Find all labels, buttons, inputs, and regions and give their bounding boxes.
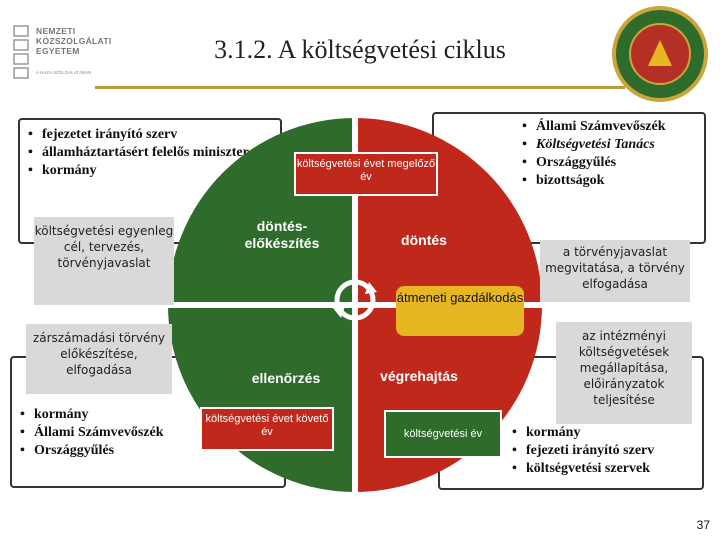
right-bottom-bullets: kormány fejezeti irányító szerv költségv… <box>512 424 707 478</box>
quadrant-decision-prep <box>168 118 355 305</box>
university-seal-icon <box>612 6 708 102</box>
label-control: ellenőrzés <box>251 370 321 386</box>
quadrant-control <box>168 305 355 492</box>
implementation-box: az intézményi költségvetések megállapítá… <box>556 322 692 424</box>
cycle-arrow-icon <box>333 279 377 321</box>
adoption-box: a törvényjavaslat megvitatása, a törvény… <box>540 240 690 302</box>
list-item: kormány <box>20 406 220 424</box>
list-item: bizottságok <box>522 172 707 190</box>
list-item: Országgyűlés <box>522 154 707 172</box>
page-title: 3.1.2. A költségvetési ciklus <box>214 35 506 64</box>
list-item: kormány <box>512 424 707 442</box>
quadrant-decision <box>355 118 542 305</box>
year-before-pill: költségvetési évet megelőző év <box>294 152 438 196</box>
transition-pill: átmeneti gazdálkodás <box>396 286 524 336</box>
list-item: Országgyűlés <box>20 442 220 460</box>
list-item: fejezetet irányító szerv <box>28 126 278 144</box>
label-decision: döntés <box>401 232 447 248</box>
budget-year-pill: költségvetési év <box>384 410 502 458</box>
list-item: fejezeti irányító szerv <box>512 442 707 460</box>
closing-box: zárszámadási törvény előkészítése, elfog… <box>26 324 172 394</box>
list-item: Költségvetési Tanács <box>522 136 707 154</box>
list-item: Állami Számvevőszék <box>20 424 220 442</box>
logo-emblem-icon <box>13 25 29 79</box>
list-item: költségvetési szervek <box>512 460 707 478</box>
logo-subtitle: A HAZA SZOLGÁLATÁBAN <box>36 70 92 75</box>
list-item: államháztartásért felelős miniszter <box>28 144 278 162</box>
logo-text: NEMZETI KÖZSZOLGÁLATI EGYETEM <box>36 26 112 56</box>
label-execution: végrehajtás <box>380 368 458 384</box>
list-item: kormány <box>28 162 278 180</box>
right-top-bullets: Állami Számvevőszék Költségvetési Tanács… <box>522 118 707 190</box>
left-top-bullets: fejezetet irányító szerv államháztartásé… <box>28 126 278 180</box>
university-logo: NEMZETI KÖZSZOLGÁLATI EGYETEM A HAZA SZO… <box>12 18 122 88</box>
page-number: 37 <box>696 518 710 532</box>
title-divider <box>95 86 625 89</box>
list-item: Állami Számvevőszék <box>522 118 707 136</box>
label-decision-prep: döntés-előkészítés <box>244 218 320 251</box>
planning-box: költségvetési egyenleg cél, tervezés, tö… <box>34 217 174 305</box>
year-after-pill: költségvetési évet követő év <box>200 407 334 451</box>
left-bottom-bullets: kormány Állami Számvevőszék Országgyűlés <box>20 406 220 460</box>
